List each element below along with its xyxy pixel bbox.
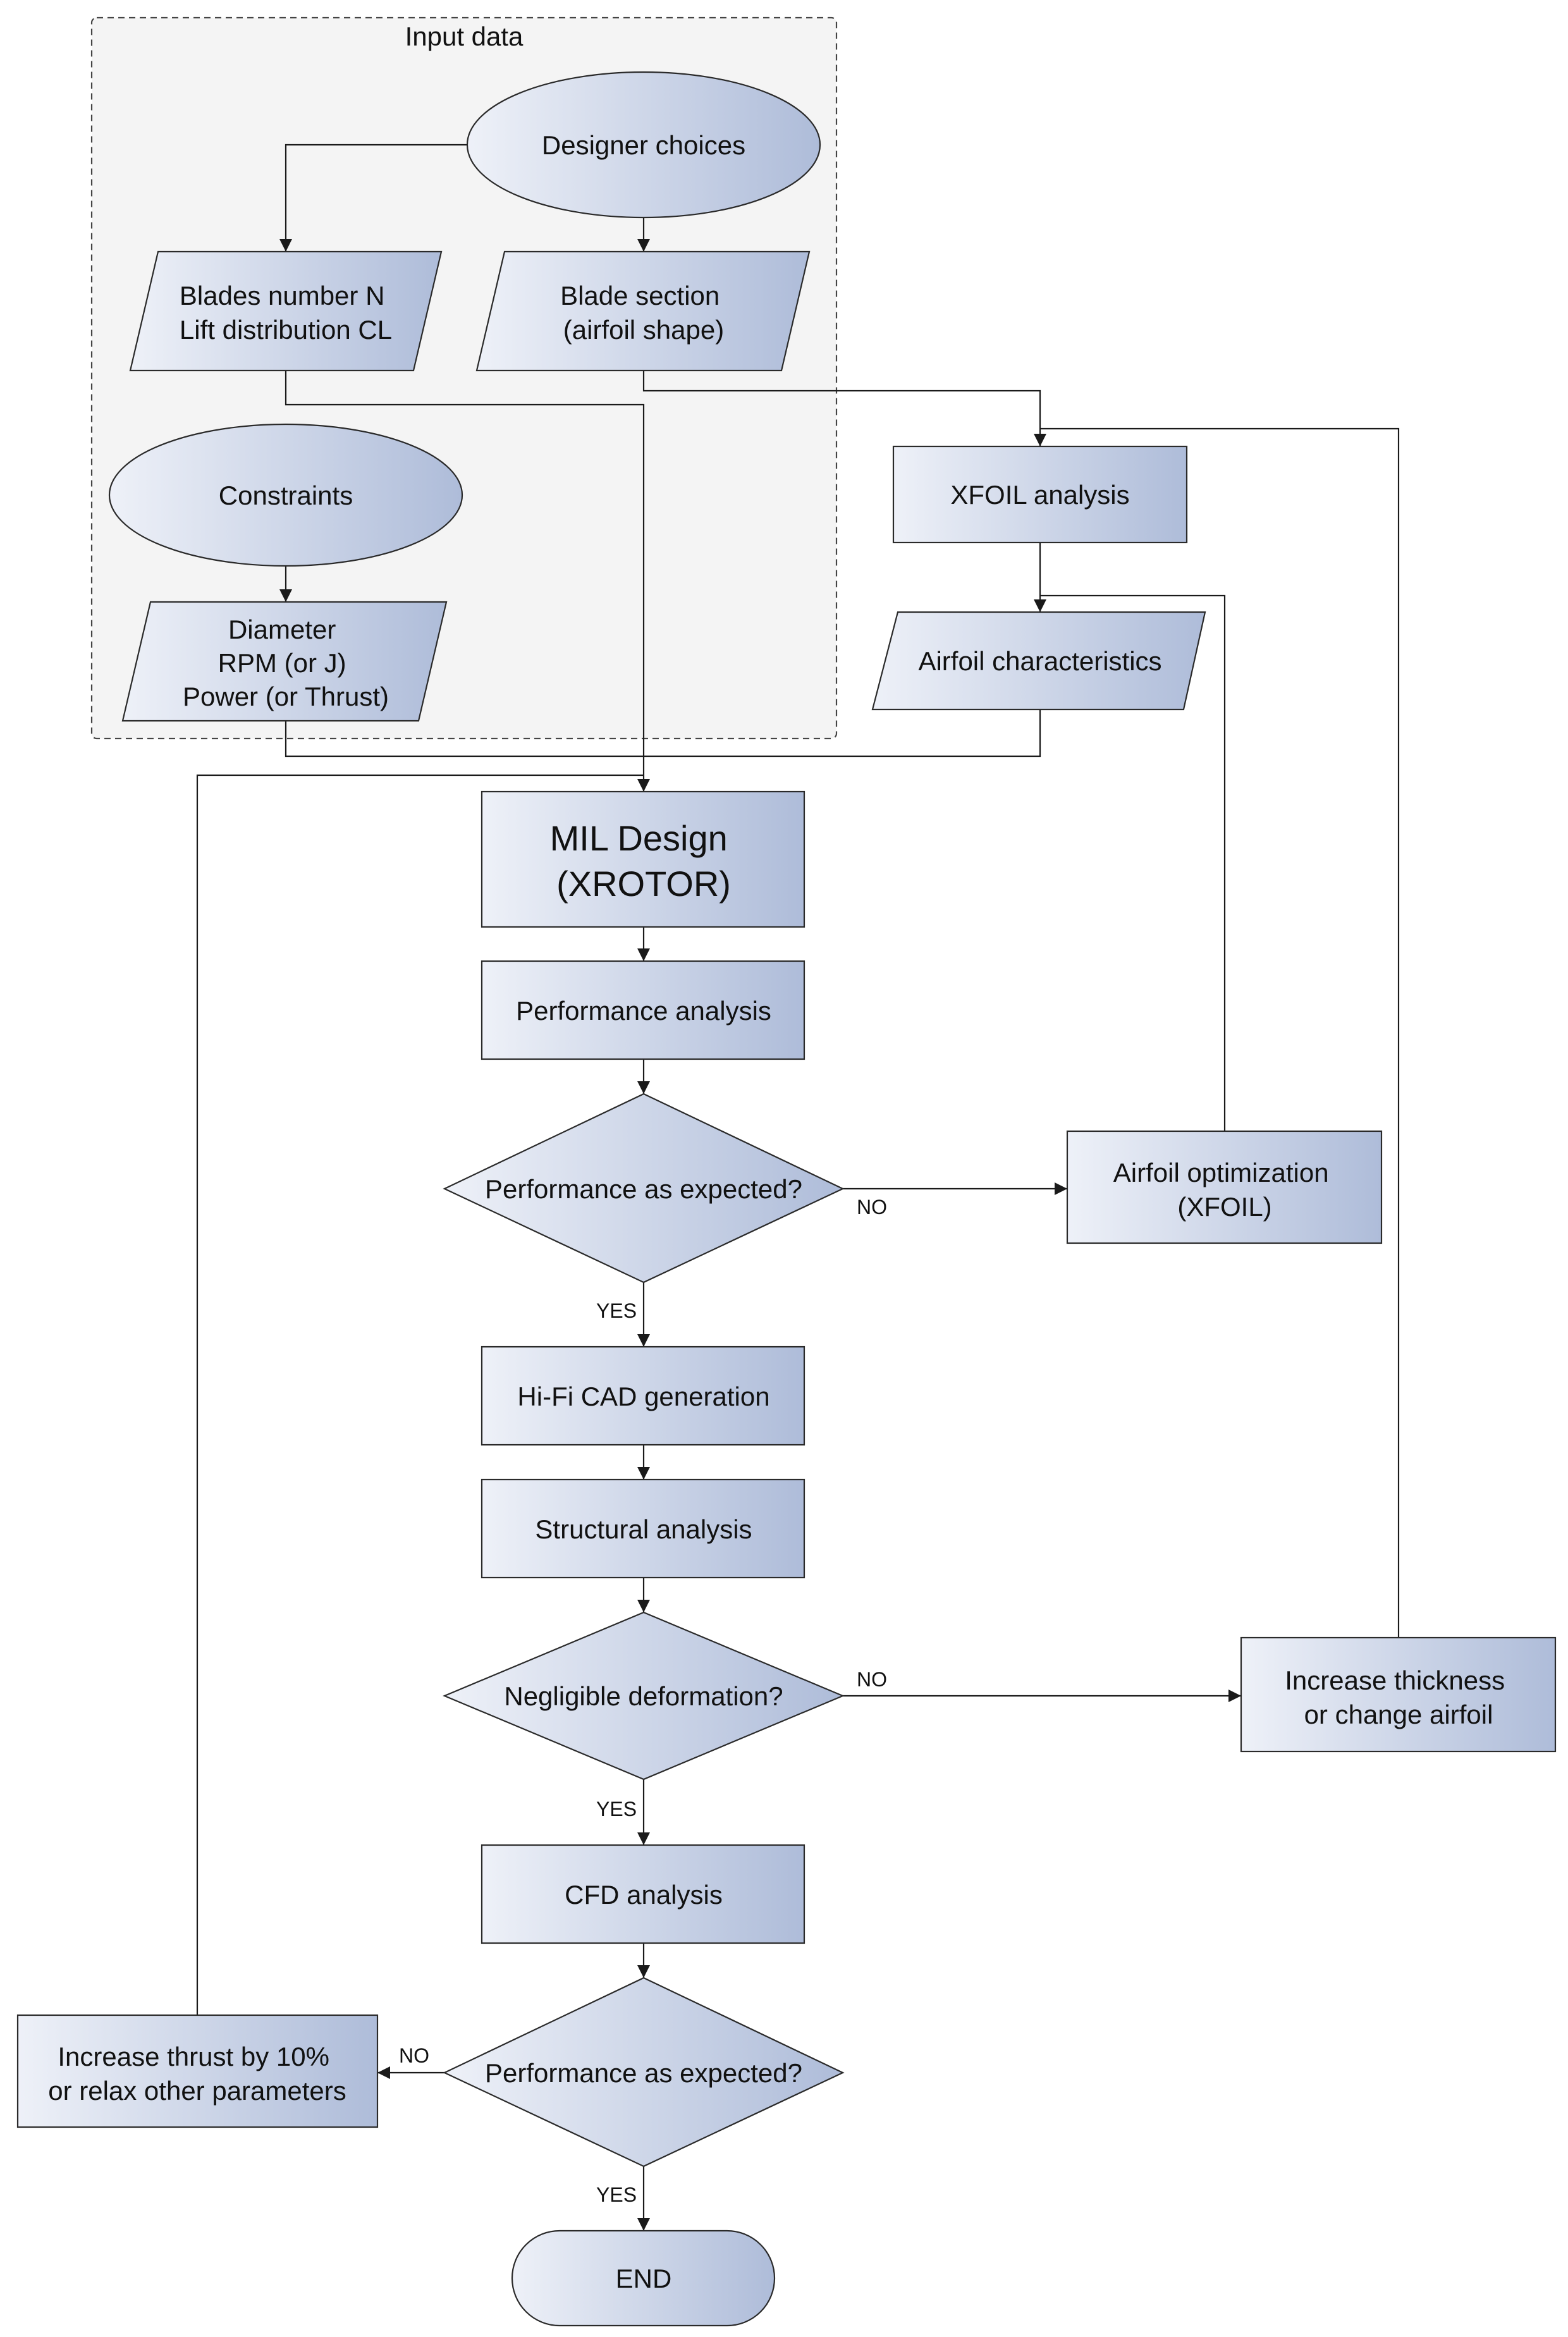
airfoil-optimization-line-1: Airfoil optimization <box>1113 1158 1329 1187</box>
node-xfoil-analysis: XFOIL analysis <box>892 445 1188 544</box>
node-constraints: Constraints <box>108 423 463 567</box>
node-hifi-cad: Hi-Fi CAD generation <box>481 1346 805 1446</box>
end-label: END <box>616 2264 672 2293</box>
label-decision2-yes: YES <box>596 1798 637 1820</box>
diameter-line-3: Power (or Thrust) <box>183 682 389 711</box>
node-mil-design: MIL Design (XROTOR) <box>481 790 805 928</box>
node-airfoil-characteristics: Airfoil characteristics <box>871 611 1206 711</box>
blades-line-2: Lift distribution CL <box>180 315 392 345</box>
blade-section-line-1: Blade section <box>560 281 720 310</box>
edge-thrust-loop <box>196 774 644 2015</box>
diameter-line-1: Diameter <box>228 615 336 644</box>
node-designer-choices: Designer choices <box>466 71 821 219</box>
structural-analysis-label: Structural analysis <box>535 1514 752 1544</box>
label-decision1-no: NO <box>857 1196 887 1218</box>
edge-thickness-loop <box>1040 427 1400 1638</box>
decision1-label: Performance as expected? <box>485 1174 802 1204</box>
diameter-text: Diameter RPM (or J) Power (or Thrust) <box>183 615 389 711</box>
node-blades: Blades number N Lift distribution CL <box>129 250 443 372</box>
blades-text: Blades number N Lift distribution CL <box>180 281 392 345</box>
mil-design-text: MIL Design (XROTOR) <box>550 818 738 904</box>
node-increase-thrust: Increase thrust by 10% or relax other pa… <box>16 2014 379 2128</box>
node-cfd-analysis: CFD analysis <box>481 1844 805 1944</box>
decision2-label: Negligible deformation? <box>504 1681 783 1711</box>
cfd-analysis-label: CFD analysis <box>565 1880 723 1910</box>
label-decision3-yes: YES <box>596 2183 637 2206</box>
blades-line-1: Blades number N <box>180 281 385 310</box>
edge-optimization-loop <box>1040 594 1226 1131</box>
airfoil-optimization-text: Airfoil optimization (XFOIL) <box>1113 1158 1336 1222</box>
connectors <box>196 144 1400 2231</box>
decision3-label: Performance as expected? <box>485 2058 802 2088</box>
mil-design-line-2: (XROTOR) <box>556 864 731 904</box>
airfoil-optimization-line-2: (XFOIL) <box>1177 1192 1271 1222</box>
node-end: END <box>511 2230 776 2327</box>
node-decision-deformation: Negligible deformation? <box>443 1611 845 1781</box>
increase-thrust-text: Increase thrust by 10% or relax other pa… <box>48 2042 346 2106</box>
edge-section-to-xfoil <box>642 371 1046 446</box>
edge-blades-to-mil <box>285 371 650 792</box>
mil-design-line-1: MIL Design <box>550 818 728 858</box>
constraints-label: Constraints <box>219 481 353 510</box>
node-structural-analysis: Structural analysis <box>481 1478 805 1579</box>
increase-thickness-line-1: Increase thickness <box>1285 1665 1505 1695</box>
hifi-cad-label: Hi-Fi CAD generation <box>517 1382 769 1411</box>
increase-thrust-line-1: Increase thrust by 10% <box>58 2042 329 2071</box>
xfoil-analysis-label: XFOIL analysis <box>950 480 1129 510</box>
performance-analysis-label: Performance analysis <box>516 996 771 1026</box>
label-decision1-yes: YES <box>596 1299 637 1322</box>
node-increase-thickness: Increase thickness or change airfoil <box>1240 1636 1557 1753</box>
designer-choices-label: Designer choices <box>542 130 745 160</box>
blade-section-text: Blade section (airfoil shape) <box>560 281 727 345</box>
node-airfoil-optimization: Airfoil optimization (XFOIL) <box>1066 1130 1383 1244</box>
node-decision-performance-2: Performance as expected? <box>443 1977 845 2168</box>
edge-designer-to-blades <box>279 144 468 252</box>
diameter-line-2: RPM (or J) <box>218 648 346 678</box>
input-data-title: Input data <box>405 21 524 51</box>
increase-thickness-line-2: or change airfoil <box>1304 1700 1493 1729</box>
edge-diameter-to-mil <box>285 709 1041 758</box>
airfoil-characteristics-label: Airfoil characteristics <box>918 646 1161 676</box>
node-decision-performance-1: Performance as expected? <box>443 1093 845 1284</box>
label-decision2-no: NO <box>857 1668 887 1691</box>
node-diameter: Diameter RPM (or J) Power (or Thrust) <box>121 601 448 722</box>
label-decision3-no: NO <box>399 2044 429 2067</box>
node-performance-analysis: Performance analysis <box>481 960 805 1060</box>
blade-section-line-2: (airfoil shape) <box>563 315 724 345</box>
increase-thrust-line-2: or relax other parameters <box>48 2076 346 2106</box>
node-blade-section: Blade section (airfoil shape) <box>475 250 811 372</box>
increase-thickness-text: Increase thickness or change airfoil <box>1285 1665 1512 1729</box>
edge-labels: NO YES NO YES NO YES <box>399 1196 887 2206</box>
